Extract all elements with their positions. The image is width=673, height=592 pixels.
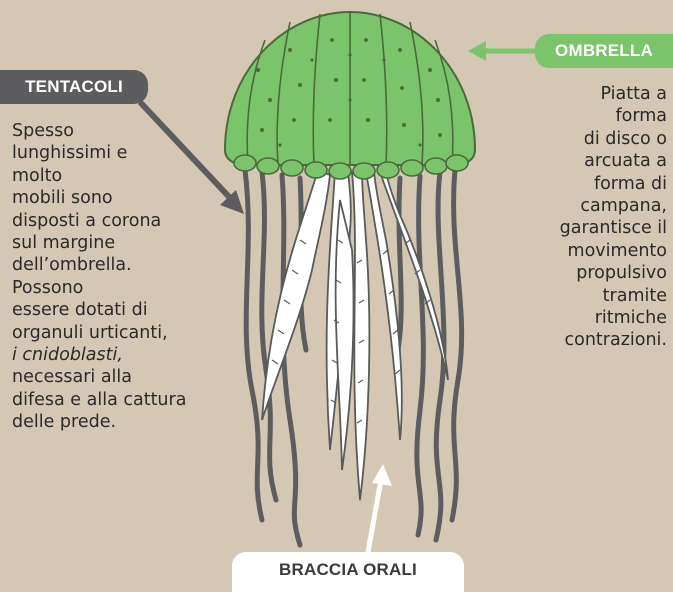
ombrella-line: garantisce il — [520, 217, 667, 239]
ombrella-line: tramite — [520, 285, 667, 307]
tentacoli-line-cnidoblasti: i cnidoblasti, — [12, 344, 227, 366]
ombrella-line: ritmiche — [520, 307, 667, 329]
tentacoli-line: essere dotati di — [12, 299, 227, 321]
tentacoli-line: difesa e alla cattura — [12, 389, 227, 411]
ombrella-line: campana, — [520, 195, 667, 217]
tentacoli-description: Spesso lunghissimi e molto mobili sono d… — [12, 120, 227, 434]
arrow-ombrella — [468, 41, 540, 61]
ombrella-line: forma di — [520, 173, 667, 195]
tentacoli-line: Spesso — [12, 120, 227, 142]
tentacoli-line: sul margine — [12, 232, 227, 254]
label-tentacoli: TENTACOLI — [0, 70, 148, 104]
ombrella-line: di disco o — [520, 128, 667, 150]
tentacoli-line: delle prede. — [12, 411, 227, 433]
tentacoli-line: mobili sono — [12, 187, 227, 209]
ombrella-description: Piatta a forma di disco o arcuata a form… — [520, 83, 667, 352]
ombrella-line: propulsivo — [520, 262, 667, 284]
label-ombrella: OMBRELLA — [535, 34, 673, 68]
tentacoli-line: molto — [12, 165, 227, 187]
ombrella-line: forma — [520, 105, 667, 127]
label-braccia-orali: BRACCIA ORALI — [232, 552, 464, 592]
label-tentacoli-text: TENTACOLI — [25, 77, 123, 97]
label-ombrella-text: OMBRELLA — [555, 41, 653, 61]
tentacoli-line: dell’ombrella. — [12, 254, 227, 276]
ombrella-line: Piatta a — [520, 83, 667, 105]
label-braccia-orali-text: BRACCIA ORALI — [279, 560, 417, 580]
umbrella — [225, 12, 475, 179]
arrow-braccia-orali — [368, 464, 392, 552]
tentacoli-line: Possono — [12, 277, 227, 299]
tentacoli-line: organuli urticanti, — [12, 322, 227, 344]
tentacoli-line: lunghissimi e — [12, 142, 227, 164]
tentacoli-line: necessari alla — [12, 366, 227, 388]
ombrella-line: contrazioni. — [520, 329, 667, 351]
ombrella-line: movimento — [520, 240, 667, 262]
ombrella-line: arcuata a — [520, 150, 667, 172]
tentacoli-line: disposti a corona — [12, 210, 227, 232]
